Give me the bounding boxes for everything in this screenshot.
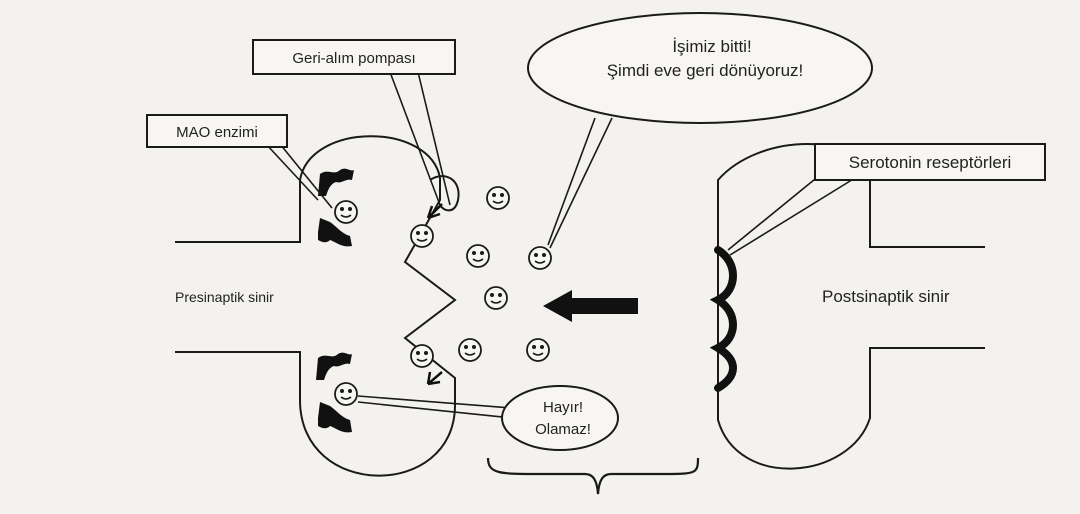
serotonin-receptors [709, 246, 737, 392]
reuptake-arrow-top [426, 203, 443, 220]
reuptake-arrow-bottom [426, 371, 443, 386]
serotonin-molecule [334, 200, 358, 224]
callout-lines [265, 71, 856, 419]
serotonin-molecule [410, 224, 434, 248]
synaptic-cleft-brace [486, 457, 700, 495]
serotonin-receptors-label-box [814, 143, 1046, 181]
postsynaptic-label: Postsinaptik sinir [822, 287, 950, 306]
reuptake-pump-label: Geri-alım pompası [292, 50, 415, 67]
reuptake-pump-label-box [252, 39, 456, 75]
serotonin-receptors-label: Serotonin reseptörleri [849, 153, 1012, 172]
serotonin-molecule [410, 344, 434, 368]
speech-top-line1: İşimiz bitti! [672, 37, 751, 56]
mao-enzyme-bottom [316, 352, 352, 433]
postsynaptic-terminal [717, 143, 985, 470]
serotonin-molecule [466, 244, 490, 268]
presynaptic-label: Presinaptik sinir [175, 289, 274, 305]
serotonin-molecule [458, 338, 482, 362]
direction-arrow [543, 290, 638, 322]
speech-bubble-top [527, 12, 873, 124]
serotonin-molecules [334, 186, 552, 406]
serotonin-molecule [526, 338, 550, 362]
speech-bubble-bottom [501, 385, 619, 451]
speech-bottom-line2: Olamaz! [535, 421, 591, 438]
mao-enzyme-top [318, 168, 354, 247]
serotonin-molecule [484, 286, 508, 310]
speech-bottom-line1: Hayır! [543, 399, 583, 416]
serotonin-molecule [334, 382, 358, 406]
mao-enzyme-label: MAO enzimi [176, 124, 258, 141]
speech-top-line2: Şimdi eve geri dönüyoruz! [607, 61, 804, 80]
serotonin-molecule [528, 246, 552, 270]
serotonin-molecule [486, 186, 510, 210]
mao-enzyme-label-box [146, 114, 288, 148]
